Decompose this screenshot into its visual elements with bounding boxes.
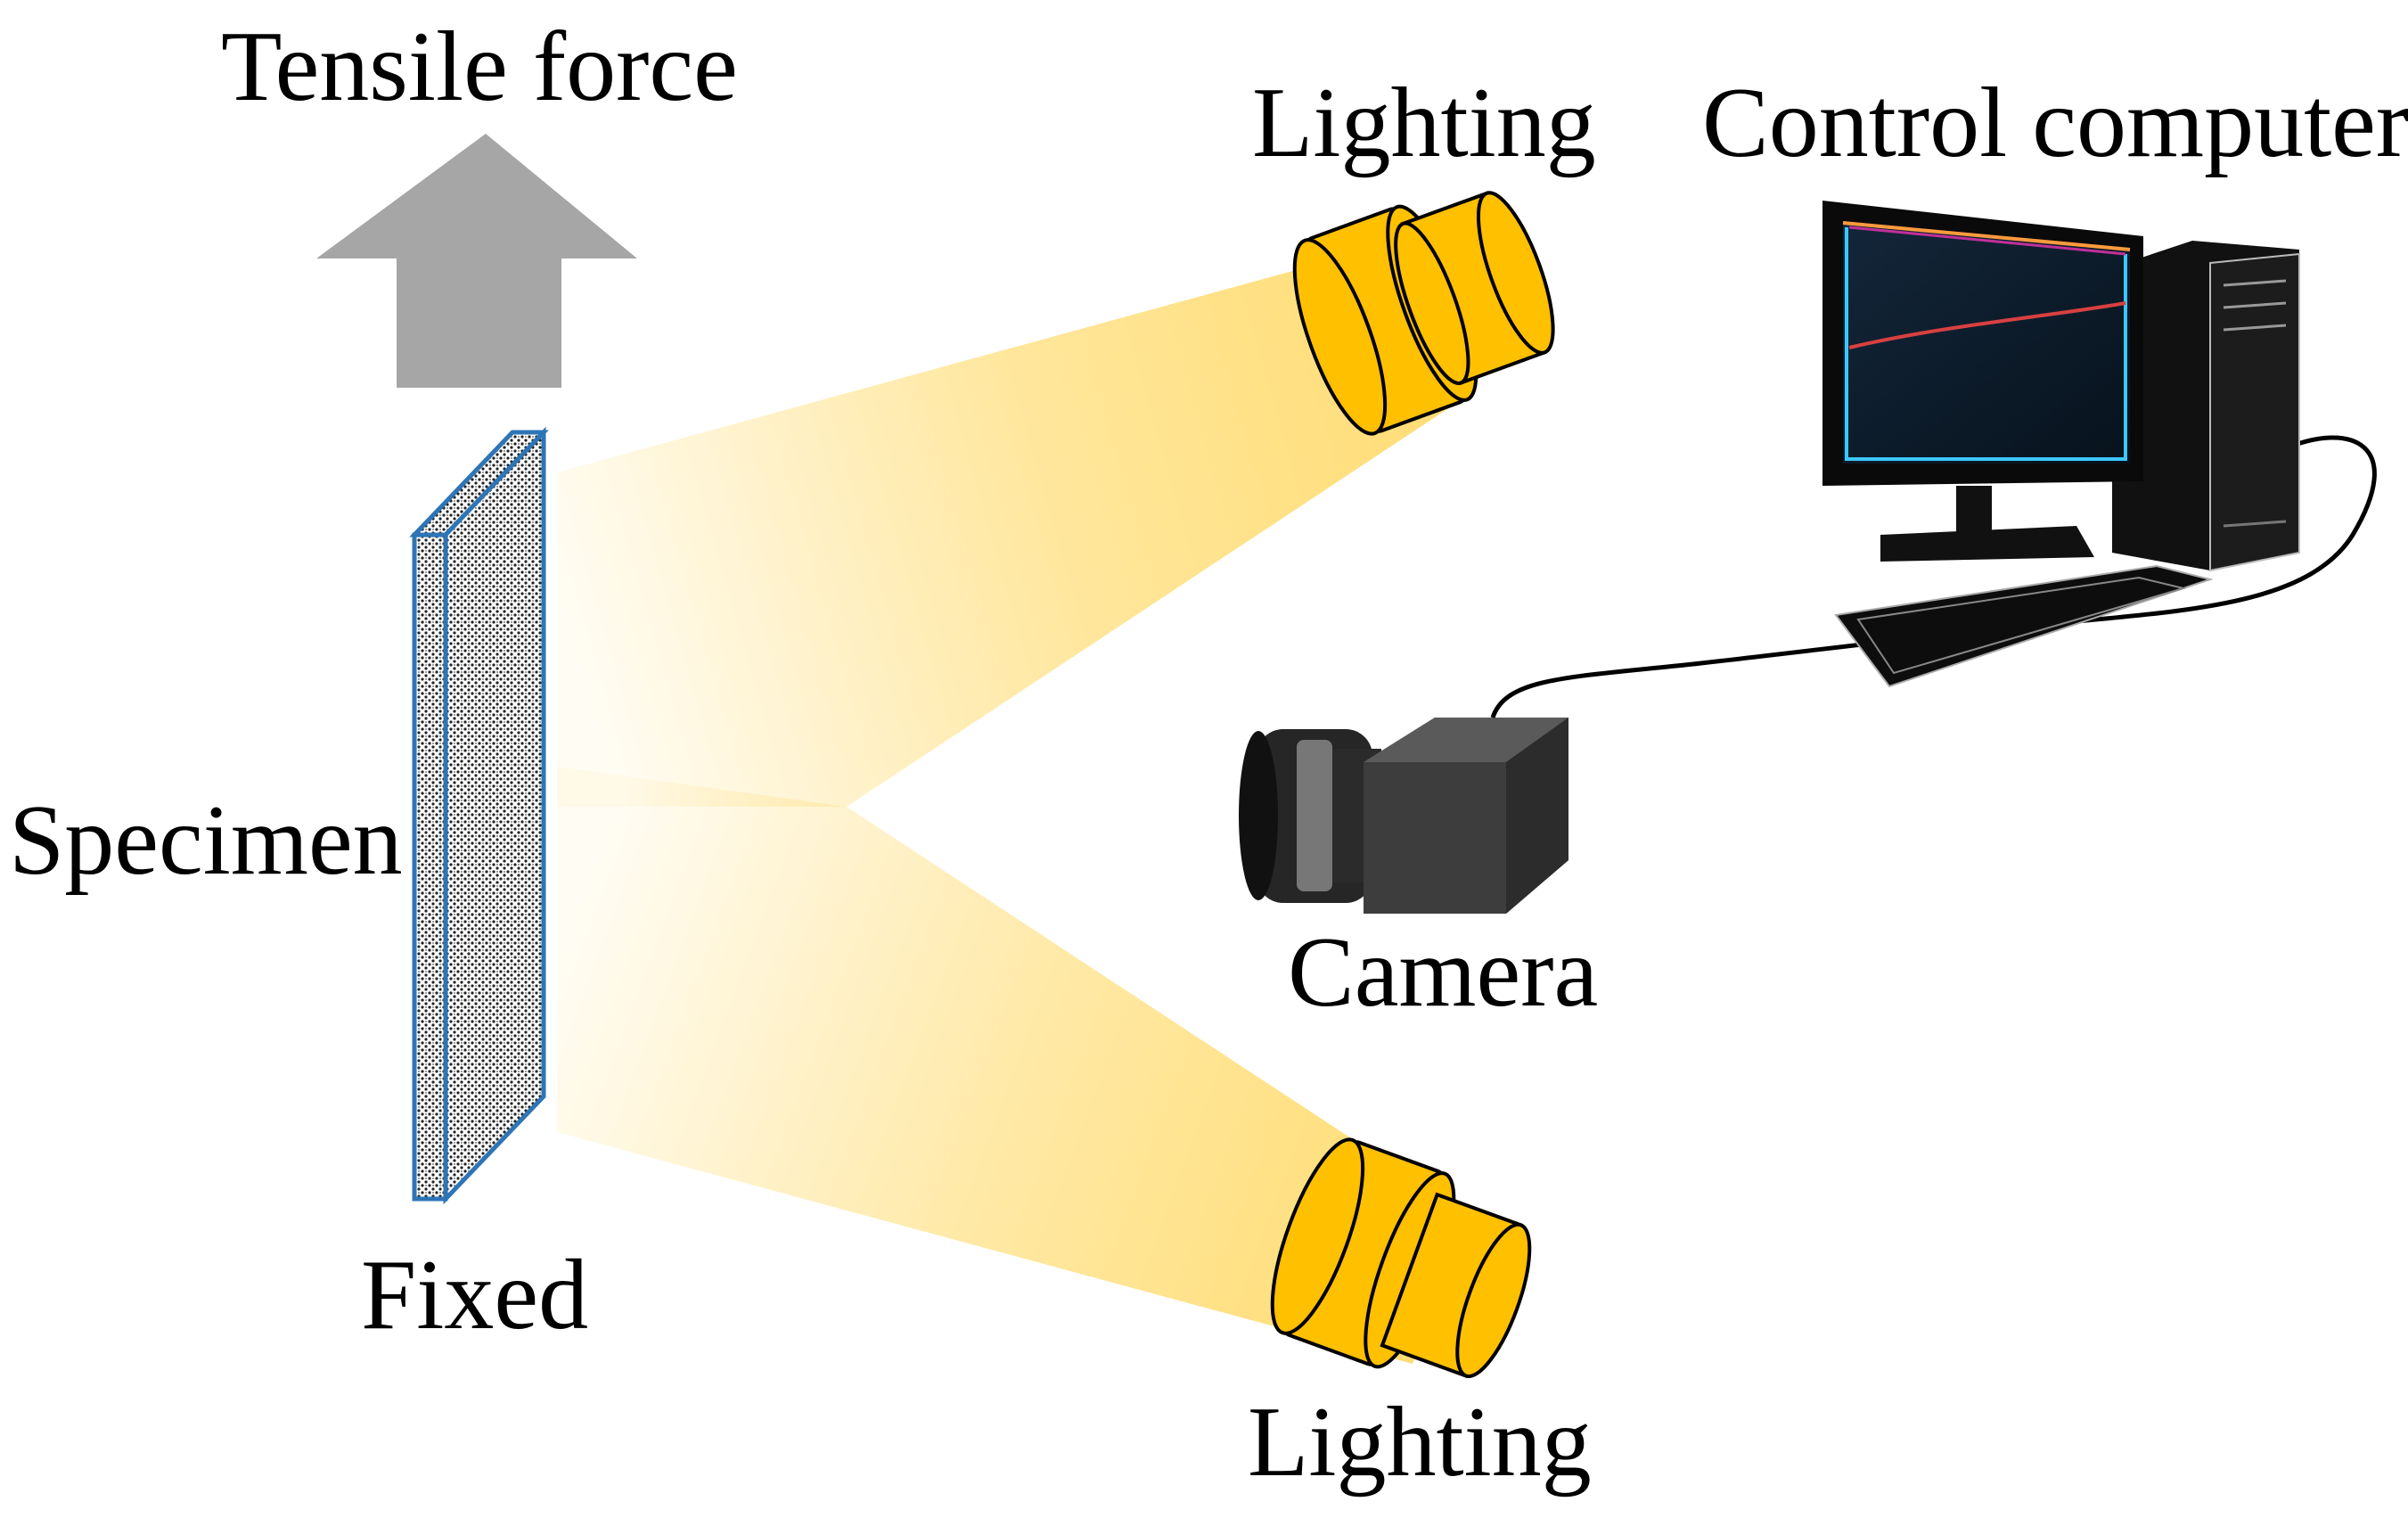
light-beam-top [557,254,1453,807]
lighting-bottom-label: Lighting [1248,1387,1592,1497]
light-beam-bottom [557,767,1470,1364]
specimen-label: Specimen [9,785,403,896]
lighting-bottom-icon [1270,1137,1532,1379]
lighting-top-label: Lighting [1252,68,1596,178]
lighting-top-icon [1292,191,1555,436]
up-arrow-icon [316,134,637,388]
desktop-computer-icon [1822,201,2300,688]
control-computer-label: Control computer [1702,68,2408,178]
camera-label: Camera [1288,917,1598,1028]
tensile-force-label: Tensile force [221,12,738,122]
specimen-plate [409,426,549,1205]
camera-icon [1239,718,1568,914]
fixed-label: Fixed [361,1240,588,1350]
